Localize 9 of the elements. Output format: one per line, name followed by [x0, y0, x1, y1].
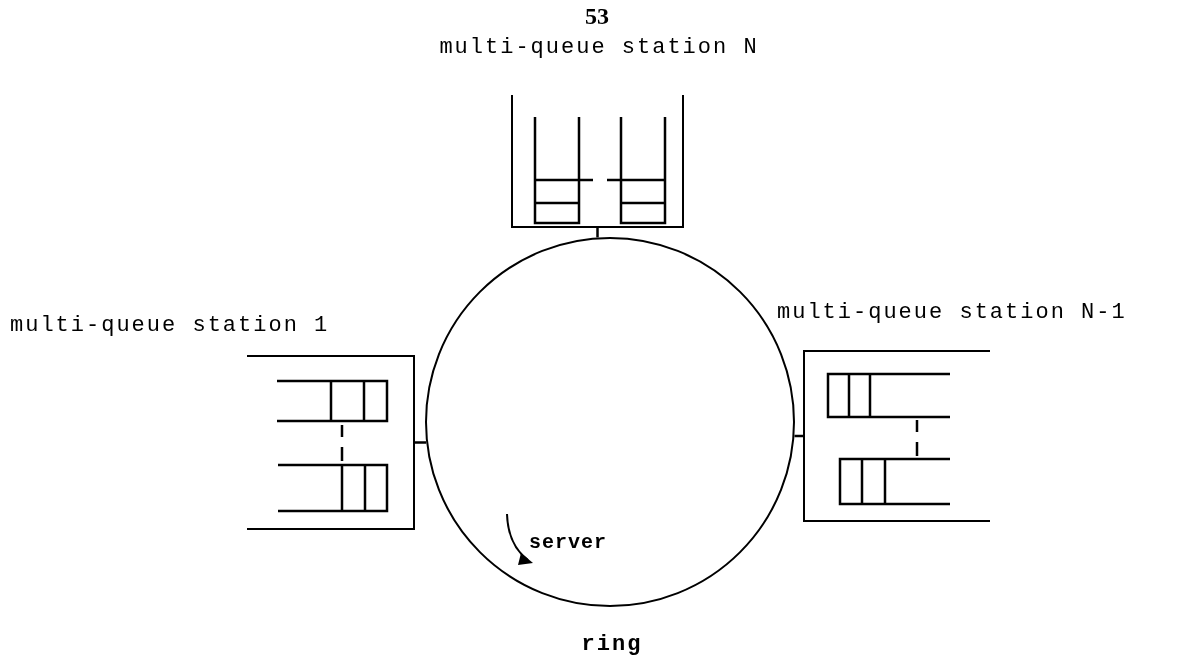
- server-label: server: [529, 533, 607, 553]
- station-heading: multi-queue station 1: [10, 315, 330, 337]
- ring-label: ring: [581, 634, 643, 656]
- connector-line: [596, 228, 599, 238]
- connector-line: [794, 434, 803, 438]
- station-heading: multi-queue station N-1: [777, 302, 1127, 324]
- station-heading: multi-queue station N: [439, 37, 759, 59]
- page-number: 53: [585, 4, 609, 28]
- connector-line: [415, 441, 427, 444]
